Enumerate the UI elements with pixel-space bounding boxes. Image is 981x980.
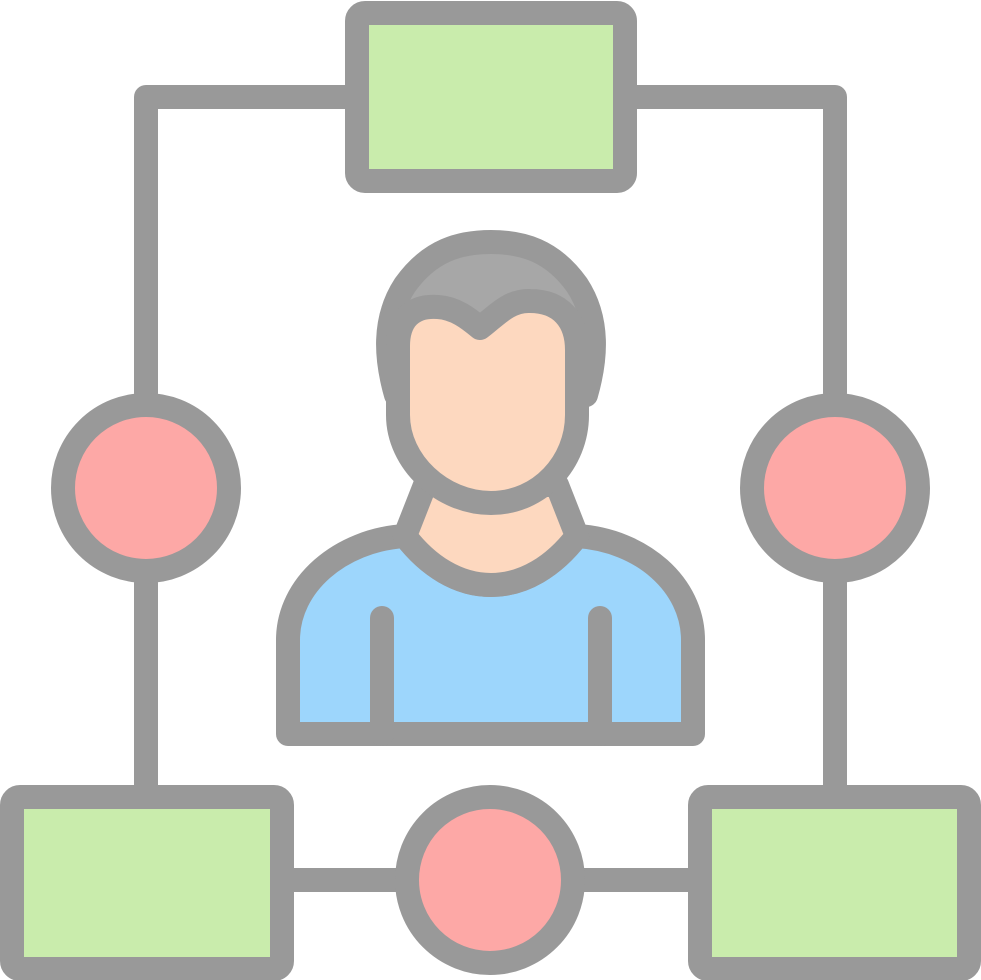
node-circle-left bbox=[51, 393, 241, 583]
person-neck bbox=[393, 473, 589, 597]
process-box-bottom-left bbox=[0, 785, 294, 980]
person-icon bbox=[276, 230, 705, 746]
node-circle-bottom bbox=[395, 785, 585, 975]
process-box-bottom-right bbox=[688, 785, 981, 980]
connector-top-left bbox=[134, 85, 369, 405]
process-box-top bbox=[345, 1, 637, 193]
connector-top-right bbox=[613, 85, 847, 405]
connector-lines bbox=[134, 85, 847, 892]
node-circle-right bbox=[740, 393, 930, 583]
person-face bbox=[386, 289, 589, 515]
